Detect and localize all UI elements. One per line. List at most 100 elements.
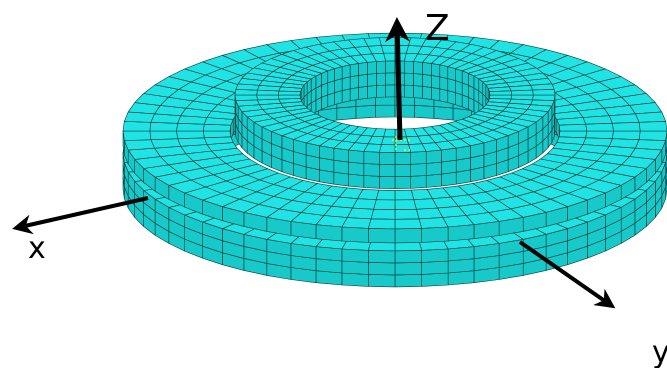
outer-wall-element bbox=[341, 248, 369, 263]
inner-wall-element bbox=[349, 75, 359, 90]
inner-wall-element bbox=[367, 61, 377, 75]
top-face-element bbox=[582, 115, 613, 125]
top-face-element bbox=[383, 52, 396, 62]
top-face-element bbox=[177, 137, 208, 147]
inner-wall-element bbox=[422, 86, 432, 100]
outer-wall-element bbox=[394, 274, 423, 288]
outer-wall-element bbox=[367, 274, 396, 288]
inner-wall-element bbox=[367, 73, 377, 87]
outer-wall-element bbox=[441, 171, 457, 187]
outer-wall-element bbox=[348, 161, 365, 176]
outer-wall-element bbox=[367, 262, 396, 276]
outer-wall-element bbox=[378, 164, 396, 177]
outer-wall-element bbox=[394, 176, 412, 189]
outer-wall-element bbox=[447, 224, 475, 242]
outer-wall-element bbox=[315, 224, 343, 242]
inner-wall-element bbox=[439, 88, 449, 103]
top-face-element bbox=[394, 144, 412, 153]
inner-wall-element bbox=[375, 104, 396, 118]
inner-wall-element bbox=[403, 72, 414, 86]
inner-wall-element bbox=[376, 60, 387, 74]
top-face-element bbox=[373, 199, 396, 210]
outer-wall-element bbox=[122, 130, 125, 155]
washer-mesh-assembly bbox=[122, 32, 667, 288]
top-face-element bbox=[176, 123, 205, 132]
top-face-element bbox=[367, 218, 396, 230]
inner-wall-element bbox=[433, 106, 454, 121]
outer-wall-element bbox=[447, 246, 475, 262]
inner-wall-element bbox=[385, 84, 396, 98]
outer-wall-element bbox=[305, 142, 320, 159]
outer-wall-element bbox=[363, 151, 380, 165]
outer-wall-element bbox=[341, 272, 369, 287]
top-face-element bbox=[394, 199, 417, 210]
top-face-element bbox=[394, 218, 423, 230]
top-face-element bbox=[277, 94, 301, 100]
top-face-element bbox=[149, 122, 178, 132]
outer-wall-element bbox=[378, 152, 396, 165]
outer-wall-element bbox=[421, 226, 449, 243]
outer-wall-element bbox=[441, 147, 457, 163]
top-face-element bbox=[378, 144, 396, 153]
inner-wall-element bbox=[439, 64, 449, 79]
inner-wall-element bbox=[414, 105, 435, 119]
outer-wall-element bbox=[122, 152, 125, 175]
outer-wall-element bbox=[394, 152, 412, 165]
top-face-element bbox=[256, 94, 280, 101]
outer-wall-element bbox=[394, 262, 423, 276]
inner-wall-element bbox=[376, 84, 387, 98]
top-face-element bbox=[149, 130, 178, 140]
inner-wall-element bbox=[336, 106, 357, 121]
top-face-element bbox=[394, 209, 420, 220]
inner-wall-element bbox=[334, 66, 343, 81]
coordinate-axes: Z x y bbox=[12, 8, 667, 368]
top-face-element bbox=[418, 217, 449, 229]
outer-wall-element bbox=[421, 272, 449, 287]
outer-wall-element bbox=[425, 161, 442, 176]
inner-wall-element bbox=[447, 90, 456, 105]
inner-wall-element bbox=[334, 78, 343, 93]
outer-wall-element bbox=[333, 147, 349, 163]
outer-wall-element bbox=[455, 145, 471, 161]
inner-wall-element bbox=[341, 88, 351, 103]
x-axis-arrow bbox=[12, 196, 149, 235]
outer-wall-element bbox=[410, 163, 427, 177]
top-face-element bbox=[608, 113, 640, 124]
outer-wall-element bbox=[394, 228, 423, 244]
z-axis-arrow bbox=[385, 17, 411, 141]
inner-wall-element bbox=[358, 61, 368, 76]
top-face-element bbox=[489, 90, 513, 96]
inner-wall-element bbox=[349, 87, 359, 102]
outer-wall-element bbox=[425, 149, 442, 164]
top-face-element bbox=[375, 189, 396, 201]
inner-wall-element bbox=[355, 105, 376, 119]
inner-wall-element bbox=[403, 60, 414, 74]
outer-wall-element bbox=[473, 221, 500, 239]
outer-wall-element bbox=[341, 260, 369, 275]
z-axis-label: Z bbox=[425, 8, 450, 49]
outer-wall-element bbox=[333, 159, 349, 175]
top-face-element bbox=[122, 121, 152, 132]
top-face-element bbox=[150, 138, 181, 149]
origin-marker bbox=[392, 136, 412, 151]
inner-wall-element bbox=[422, 61, 432, 76]
inner-wall-element bbox=[403, 84, 414, 98]
outer-wall-element bbox=[315, 246, 343, 262]
outer-wall-element bbox=[441, 159, 457, 175]
top-face-element bbox=[381, 44, 396, 54]
top-face-element bbox=[635, 111, 667, 123]
outer-wall-element bbox=[290, 221, 317, 239]
outer-wall-element bbox=[348, 149, 365, 164]
top-face-element bbox=[612, 130, 641, 140]
top-face-element bbox=[124, 139, 155, 151]
outer-wall-element bbox=[348, 173, 365, 188]
outer-wall-element bbox=[363, 175, 380, 189]
outer-wall-element bbox=[410, 151, 427, 165]
inner-wall-element bbox=[358, 74, 368, 88]
inner-wall-element bbox=[334, 90, 343, 105]
top-face-element bbox=[558, 123, 588, 132]
outer-wall-element bbox=[410, 175, 427, 189]
top-face-element bbox=[394, 189, 415, 201]
inner-wall-element bbox=[367, 85, 377, 99]
